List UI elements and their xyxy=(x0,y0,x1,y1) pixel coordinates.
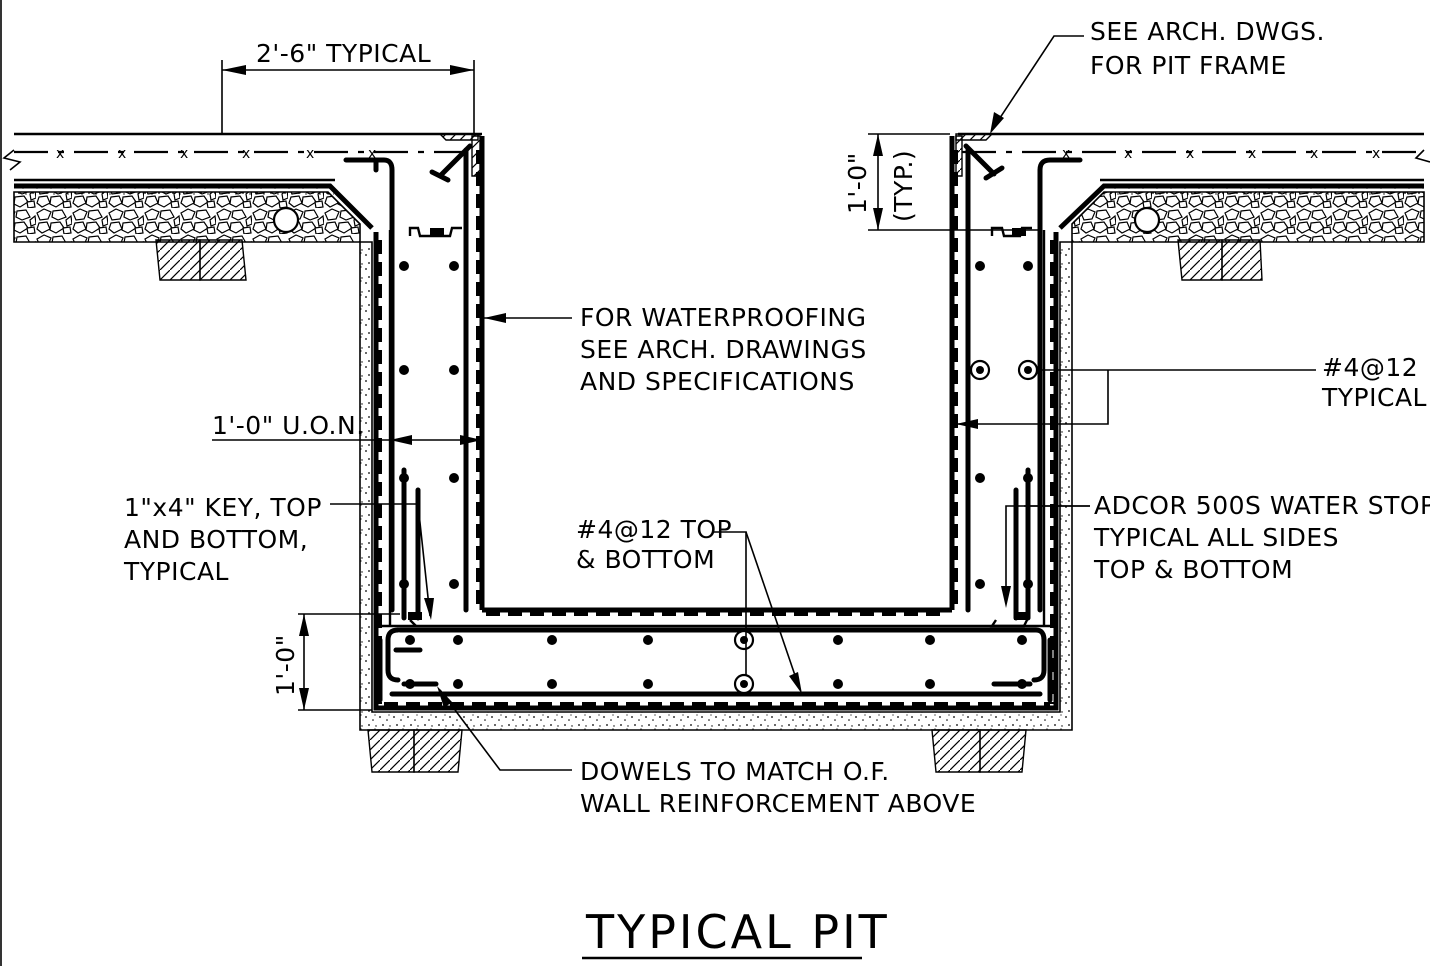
svg-text:x: x xyxy=(180,146,188,162)
svg-text:x: x xyxy=(242,146,250,162)
label-pit-frame-2: FOR PIT FRAME xyxy=(1090,51,1287,80)
label-base-depth: 1'-0" xyxy=(271,634,300,696)
label-key-1: 1"x4" KEY, TOP xyxy=(124,493,322,522)
label-water-stop-2: TYPICAL ALL SIDES xyxy=(1093,523,1339,552)
svg-text:x: x xyxy=(1248,146,1256,162)
label-slab-width: 2'-6" TYPICAL xyxy=(256,39,431,68)
svg-text:x: x xyxy=(1186,146,1194,162)
pit-frame xyxy=(429,133,1005,183)
svg-text:x: x xyxy=(1310,146,1318,162)
right-slab: x x x x x x xyxy=(958,132,1430,281)
leaders xyxy=(330,35,1316,771)
label-wall-thickness: 1'-0" U.O.N. xyxy=(212,411,365,440)
label-base-rebar-2: & BOTTOM xyxy=(576,545,715,574)
label-dowels-1: DOWELS TO MATCH O.F. xyxy=(580,757,890,786)
label-dowels-2: WALL REINFORCEMENT ABOVE xyxy=(580,789,976,818)
drawing-title: TYPICAL PIT xyxy=(585,905,890,959)
svg-text:x: x xyxy=(1062,146,1070,162)
svg-text:x: x xyxy=(56,146,64,162)
svg-text:x: x xyxy=(368,146,376,162)
label-water-stop-1: ADCOR 500S WATER STOP, xyxy=(1094,491,1430,520)
dimension-base-depth xyxy=(298,613,400,711)
svg-text:x: x xyxy=(306,146,314,162)
svg-text:x: x xyxy=(1372,146,1380,162)
label-slab-depth-note: (TYP.) xyxy=(889,150,918,222)
label-pit-frame-1: SEE ARCH. DWGS. xyxy=(1090,17,1325,46)
label-waterproofing-1: FOR WATERPROOFING xyxy=(580,303,866,332)
label-waterproofing-3: AND SPECIFICATIONS xyxy=(580,367,855,396)
dimension-slab-width xyxy=(221,60,475,134)
soil-under-pit xyxy=(367,729,1027,773)
label-key-2: AND BOTTOM, xyxy=(124,525,308,554)
svg-text:x: x xyxy=(1124,146,1132,162)
label-wall-rebar-2: TYPICAL xyxy=(1321,383,1427,412)
reinforcement xyxy=(343,147,1083,703)
label-water-stop-3: TOP & BOTTOM xyxy=(1093,555,1293,584)
dimension-slab-depth xyxy=(868,133,1040,231)
left-slab: x x x x x x xyxy=(2,132,482,281)
svg-text:x: x xyxy=(118,146,126,162)
label-key-3: TYPICAL xyxy=(123,557,229,586)
label-base-rebar-1: #4@12 TOP xyxy=(576,515,732,544)
label-waterproofing-2: SEE ARCH. DRAWINGS xyxy=(580,335,867,364)
label-slab-depth: 1'-0" xyxy=(843,152,872,214)
label-wall-rebar-1: #4@12 xyxy=(1322,353,1418,382)
dimension-wall-thickness xyxy=(212,435,482,445)
